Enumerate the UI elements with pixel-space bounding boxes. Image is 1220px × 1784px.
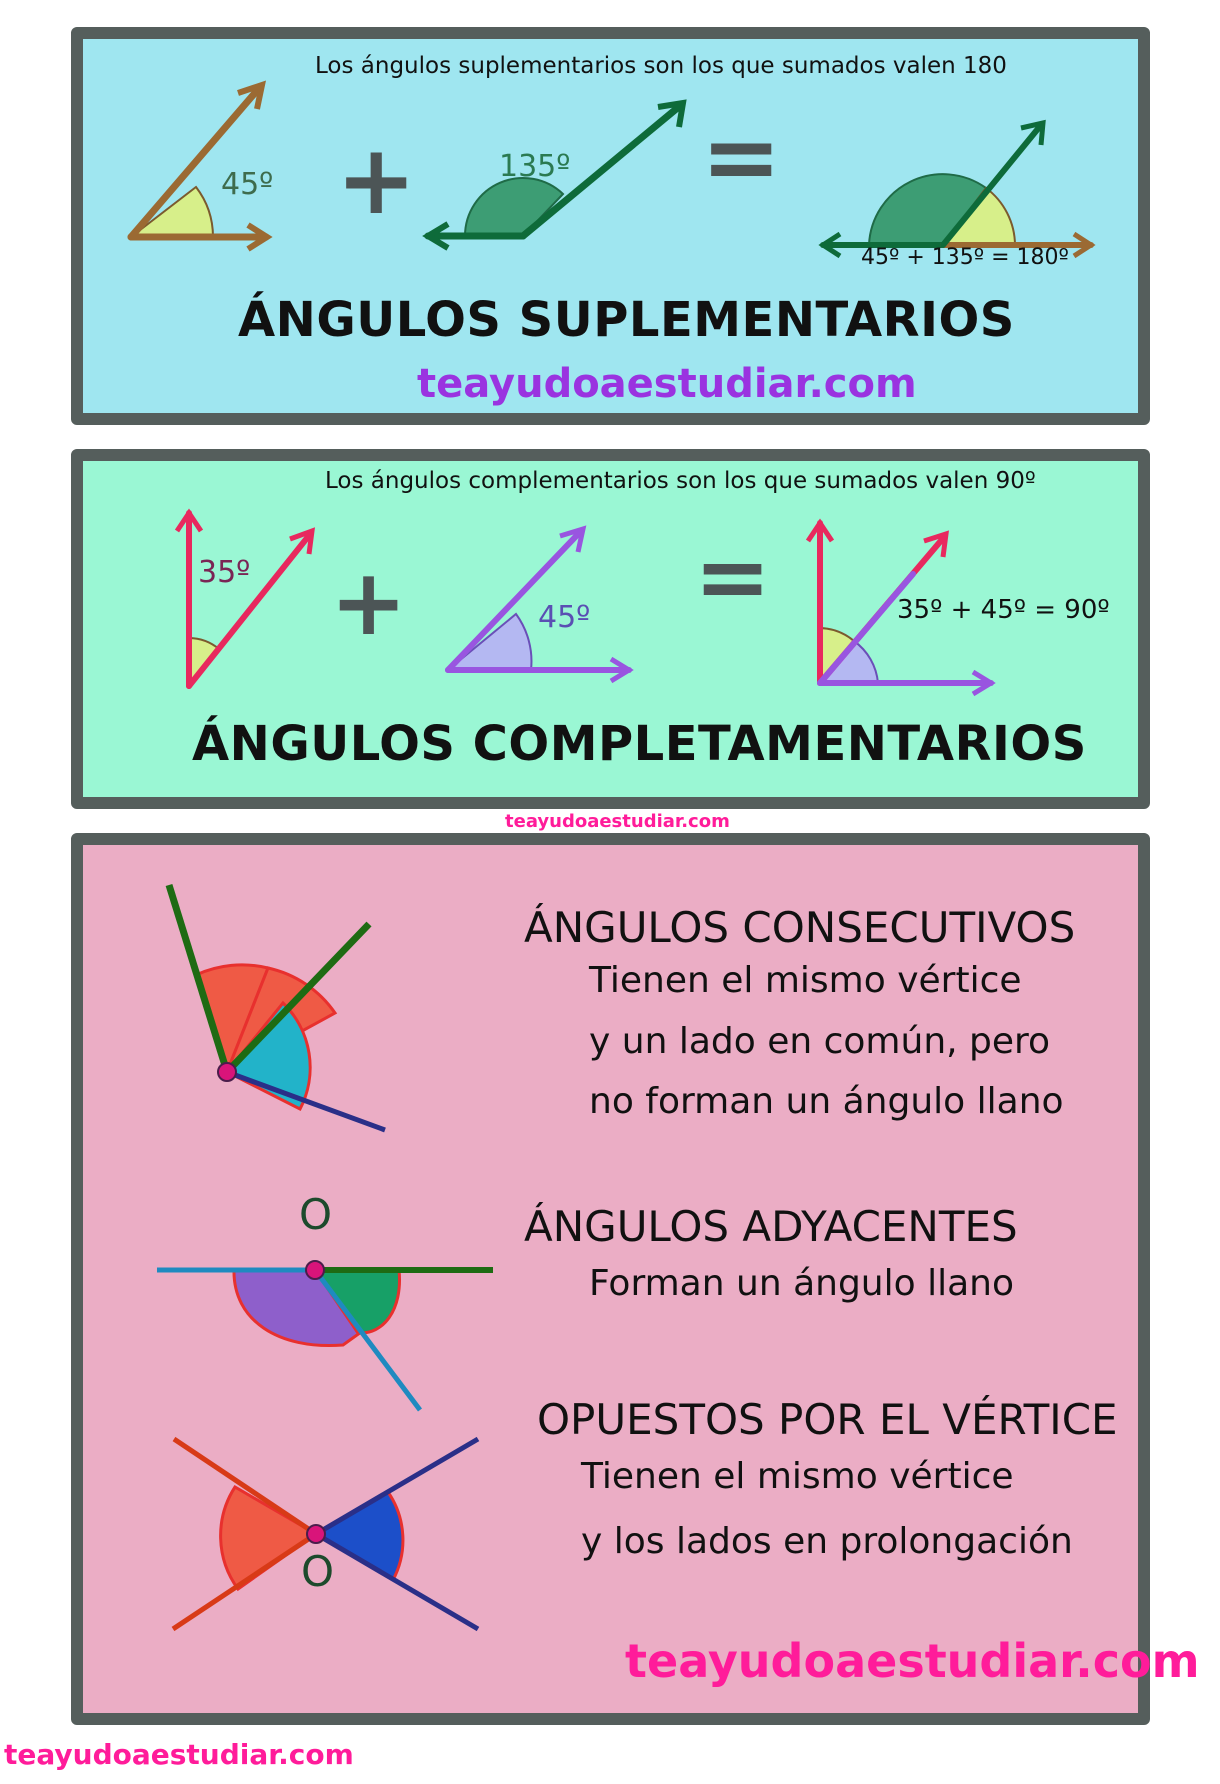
angle-types-panel: ÁNGULOS CONSECUTIVOS Tienen el mismo vér… (71, 833, 1200, 1725)
middle-site: teayudoaestudiar.com (505, 811, 730, 832)
complementary-equals: = (694, 523, 772, 630)
opposite-angles-diagram (171, 1436, 480, 1632)
opposite-line-2: y los lados en prolongación (581, 1521, 1073, 1562)
supplementary-equals: = (701, 101, 782, 213)
consecutive-title: ÁNGULOS CONSECUTIVOS (524, 903, 1076, 952)
opposite-line-1: Tienen el mismo vértice (581, 1456, 1014, 1497)
consecutive-angles-diagram (165, 883, 386, 1133)
supplementary-title: ÁNGULOS SUPLEMENTARIOS (238, 292, 1015, 348)
supplementary-angle-a-label: 45º (221, 167, 274, 202)
footer-site: teayudoaestudiar.com (4, 1738, 354, 1771)
complementary-title: ÁNGULOS COMPLETAMENTARIOS (192, 716, 1087, 772)
supplementary-angle-45-diagram (127, 80, 273, 252)
adjacent-angles-diagram (157, 1260, 493, 1412)
complementary-angle-45-diagram (445, 525, 634, 684)
supplementary-intro: Los ángulos suplementarios son los que s… (315, 53, 1007, 79)
supplementary-site: teayudoaestudiar.com (417, 361, 917, 407)
complementary-panel: Los ángulos complementarios son los que … (71, 449, 1150, 809)
adjacent-line-1: Forman un ángulo llano (589, 1263, 1015, 1304)
complementary-intro: Los ángulos complementarios son los que … (325, 468, 1036, 494)
adjacent-title: ÁNGULOS ADYACENTES (524, 1202, 1018, 1251)
complementary-combined-diagram (805, 518, 996, 697)
opposite-title: OPUESTOS POR EL VÉRTICE (537, 1395, 1118, 1444)
complementary-angle-35-diagram (174, 508, 316, 689)
consecutive-line-2: y un lado en común, pero (589, 1021, 1051, 1062)
complementary-sum: 35º + 45º = 90º (897, 595, 1110, 625)
supplementary-angle-135-diagram (422, 99, 687, 251)
complementary-angle-b-label: 45º (538, 600, 591, 635)
complementary-angle-a-label: 35º (198, 555, 251, 590)
consecutive-line-3: no forman un ángulo llano (589, 1081, 1064, 1122)
supplementary-panel: Los ángulos suplementarios son los que s… (71, 27, 1150, 425)
types-site: teayudoaestudiar.com (625, 1634, 1200, 1688)
opposite-vertex-label: O (301, 1547, 335, 1596)
supplementary-plus: + (336, 124, 417, 236)
supplementary-combined-diagram (818, 119, 1096, 259)
complementary-plus: + (330, 549, 408, 656)
supplementary-angle-b-label: 135º (499, 149, 571, 184)
adjacent-vertex-label: O (299, 1190, 333, 1239)
consecutive-line-1: Tienen el mismo vértice (589, 960, 1022, 1001)
supplementary-sum: 45º + 135º = 180º (861, 245, 1069, 270)
